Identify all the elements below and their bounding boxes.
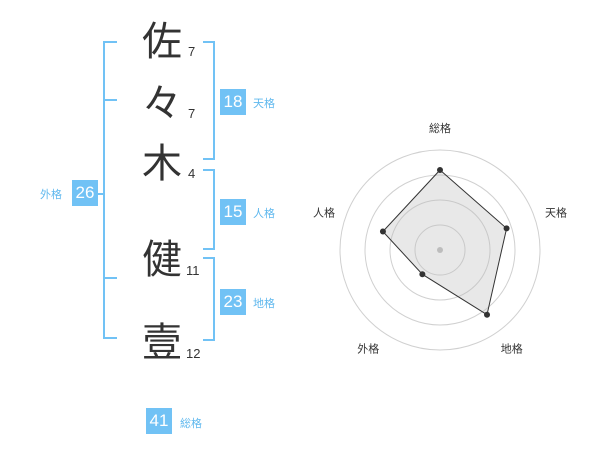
radar-point [419, 271, 426, 278]
chikaku-label: 地格 [253, 297, 275, 310]
stroke-count-2: 7 [188, 106, 196, 121]
radar-ring [364, 174, 516, 326]
name-char-3: 木 [142, 141, 182, 187]
name-char-4: 健 [142, 237, 182, 283]
gaikaku-bracket-tick-top [103, 99, 117, 101]
gaikaku-badge: 26 [72, 180, 98, 206]
tenkaku-label: 天格 [253, 97, 275, 110]
jinkaku-label: 人格 [253, 207, 275, 220]
radar-center-dot [437, 247, 443, 253]
tenkaku-bracket-top [203, 41, 215, 43]
tenkaku-bracket-vertical [213, 41, 215, 160]
chikaku-bracket-top [203, 257, 215, 259]
gaikaku-connector [96, 193, 104, 195]
radar-ring [389, 199, 491, 301]
name-char-1: 佐 [142, 19, 182, 65]
tenkaku-bracket-bottom [203, 158, 215, 160]
radar-point [484, 311, 491, 318]
radar-ring [339, 149, 541, 351]
gaikaku-bracket-top [103, 41, 117, 43]
tenkaku-badge: 18 [220, 89, 246, 115]
chikaku-bracket-bottom [203, 339, 215, 341]
radar-axis-label: 人格 [313, 205, 335, 219]
stroke-count-1: 7 [188, 44, 196, 59]
radar-ring [414, 224, 466, 276]
gaikaku-bracket-bottom [103, 337, 117, 339]
stroke-count-5: 12 [186, 346, 201, 361]
radar-area [382, 169, 508, 316]
radar-axis-label: 総格 [429, 121, 451, 135]
radar-axis-label: 地格 [501, 342, 523, 356]
radar-point [503, 225, 510, 232]
gaikaku-bracket-vertical [103, 41, 105, 339]
soukaku-badge: 41 [146, 408, 172, 434]
radar-point [379, 228, 386, 235]
jinkaku-bracket-bottom [203, 248, 215, 250]
gaikaku-bracket-tick-bottom [103, 277, 117, 279]
radar-axis-label: 外格 [357, 342, 379, 356]
radar-axis-label: 天格 [545, 205, 567, 219]
stroke-count-3: 4 [188, 166, 196, 181]
chikaku-badge: 23 [220, 289, 246, 315]
gaikaku-label: 外格 [40, 188, 62, 201]
chikaku-bracket-vertical [213, 257, 215, 341]
jinkaku-badge: 15 [220, 199, 246, 225]
name-char-2: 々 [142, 81, 182, 127]
soukaku-label: 総格 [180, 417, 202, 430]
stroke-count-4: 11 [186, 263, 200, 278]
jinkaku-bracket-top [203, 169, 215, 171]
radar-point [437, 167, 443, 173]
name-char-5: 壹 [142, 320, 182, 366]
jinkaku-bracket-vertical [213, 169, 215, 250]
